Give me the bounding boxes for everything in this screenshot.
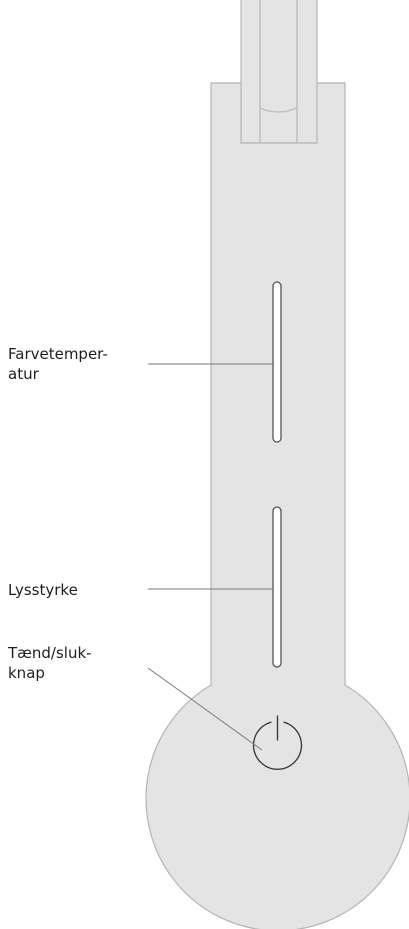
power-button[interactable]: [252, 715, 303, 770]
color-temperature-label: Farvetemper- atur: [8, 345, 108, 383]
neck-joint-curve: [259, 107, 298, 113]
power-button-label: Tænd/sluk- knap: [8, 644, 92, 682]
leader-line-power-button: [147, 667, 263, 751]
brightness-slider[interactable]: [272, 506, 282, 668]
brightness-label: Lysstyrke: [8, 581, 78, 599]
neck-tube-outer: [240, 0, 318, 144]
color-temperature-slider[interactable]: [272, 281, 282, 443]
lamp-neck: [240, 0, 318, 144]
lamp-body: [145, 82, 409, 929]
power-icon: [252, 721, 303, 770]
